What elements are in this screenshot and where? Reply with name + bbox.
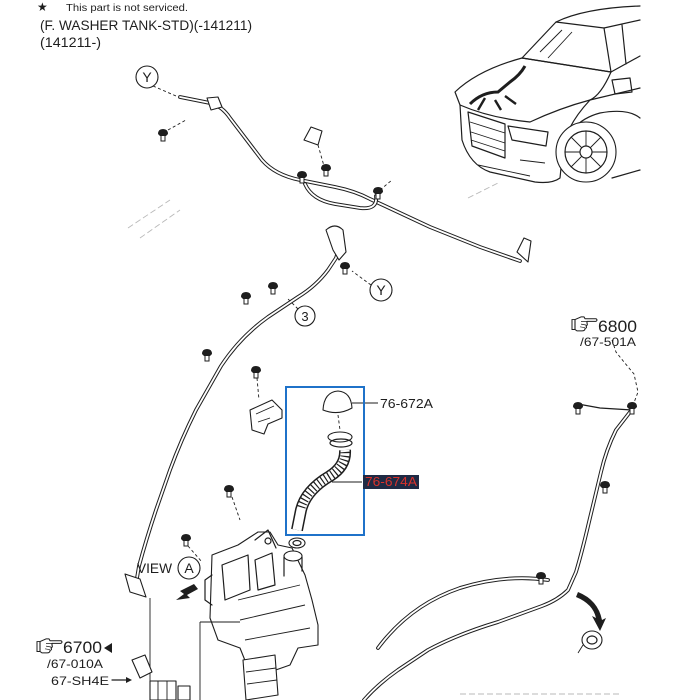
callout-y-top-label: Y	[142, 69, 152, 85]
view-arrow-icon	[176, 584, 198, 600]
right-washer-hose	[362, 339, 639, 700]
filler-hose	[296, 451, 350, 510]
view-a-callout: VIEW A	[137, 556, 201, 600]
reference-lower-sub[interactable]: /67-010A	[47, 657, 103, 671]
vehicle-illustration	[454, 5, 641, 184]
clip-fastener-icon	[223, 484, 235, 498]
clip-fastener-icon	[599, 480, 611, 494]
not-serviced-star-icon: ★	[37, 0, 48, 14]
callout-3: 3	[294, 305, 316, 327]
part-label-highlight	[363, 475, 419, 489]
diagram-date-range: (141211-)	[40, 34, 101, 50]
reference-upper-code[interactable]: 6800	[598, 317, 637, 336]
direction-arrow-icon	[576, 592, 606, 631]
callout-y-top: Y	[135, 65, 159, 89]
tank-supply-hose	[124, 225, 372, 682]
washer-pump	[242, 654, 279, 700]
reference-upper[interactable]: 6800 /67-501A	[571, 316, 637, 349]
reference-lower-marker-icon	[104, 643, 112, 653]
part-label-filler-cap[interactable]: 76-672A	[380, 397, 434, 411]
grommet	[581, 630, 603, 650]
filler-cap	[322, 390, 353, 414]
clip-fastener-icon	[180, 533, 192, 547]
highlight-box	[285, 386, 365, 536]
hose-joint	[206, 96, 223, 111]
upper-washer-hose	[152, 85, 532, 263]
reference-upper-sub[interactable]: /67-501A	[580, 335, 636, 349]
part-label-filler-hose[interactable]: 76-674A	[365, 475, 418, 489]
clip-fastener-icon	[201, 348, 213, 362]
header: ★ This part is not serviced. (F. WASHER …	[37, 0, 252, 50]
hand-pointer-icon	[571, 316, 598, 332]
callout-y-mid-label: Y	[376, 282, 386, 298]
hose-bracket-upper	[325, 225, 347, 261]
filler-assembly	[285, 386, 378, 549]
clip-fastener-icon	[240, 291, 252, 305]
hose-end-fitting	[124, 573, 147, 598]
view-label: VIEW	[137, 561, 172, 576]
mounting-bracket	[187, 377, 283, 563]
hose-clamp	[288, 537, 306, 549]
reference-lower-code[interactable]: 6700	[63, 638, 102, 657]
callout-3-label: 3	[301, 309, 308, 324]
washer-nozzle-right	[516, 237, 532, 263]
clip-fastener-icon	[339, 261, 351, 275]
clip-fastener-icon	[267, 281, 279, 295]
not-serviced-note: This part is not serviced.	[66, 3, 188, 14]
hand-pointer-icon	[36, 638, 63, 654]
diagram-title: (F. WASHER TANK-STD)(-141211)	[40, 17, 252, 33]
clip-fastener-icon	[320, 163, 332, 177]
clip-fastener-icon	[535, 571, 547, 585]
construction-lines	[127, 181, 620, 695]
reference-lower[interactable]: 6700 /67-010A	[36, 638, 112, 671]
clip-fastener-icon	[157, 128, 169, 142]
clip-fastener-icon	[572, 401, 584, 415]
pump-connector	[111, 654, 191, 700]
connector-code-label[interactable]: 67-SH4E	[51, 674, 109, 688]
washer-tank	[199, 529, 319, 700]
callout-y-mid: Y	[369, 278, 393, 302]
clip-fastener-icon	[250, 365, 262, 379]
view-ref-label: A	[184, 560, 194, 576]
washer-nozzle-center	[303, 126, 323, 146]
